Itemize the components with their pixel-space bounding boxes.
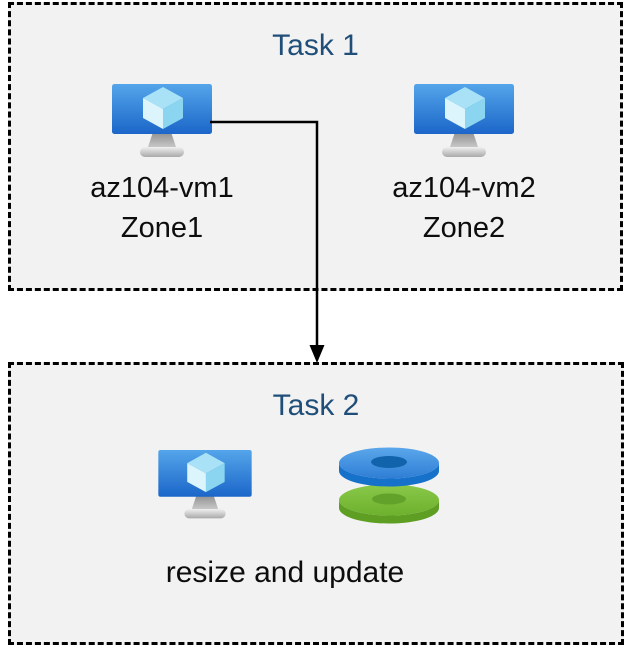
vm2-zone-label: Zone2 xyxy=(422,212,506,244)
virtual-machine-icon xyxy=(158,450,252,523)
task2-caption: resize and update xyxy=(165,556,405,589)
vm1-label: az104-vm1 Zone1 xyxy=(90,168,233,248)
vm2-label: az104-vm2 Zone2 xyxy=(392,168,535,248)
virtual-machine-icon xyxy=(414,84,514,162)
vm2-name-label: az104-vm2 xyxy=(392,172,536,204)
task2-title: Task 2 xyxy=(272,389,360,422)
task1-title: Task 1 xyxy=(272,29,359,62)
task2-box: Task 2 xyxy=(8,362,624,645)
managed-disks-icon xyxy=(337,441,441,525)
vm1-name-label: az104-vm1 xyxy=(90,172,234,204)
arrowhead-icon xyxy=(309,345,325,363)
vm-group-az104-vm1: az104-vm1 Zone1 xyxy=(30,84,294,248)
vm1-zone-label: Zone1 xyxy=(120,212,204,244)
vm-group-az104-vm2: az104-vm2 Zone2 xyxy=(332,84,596,248)
virtual-machine-icon xyxy=(112,84,212,162)
